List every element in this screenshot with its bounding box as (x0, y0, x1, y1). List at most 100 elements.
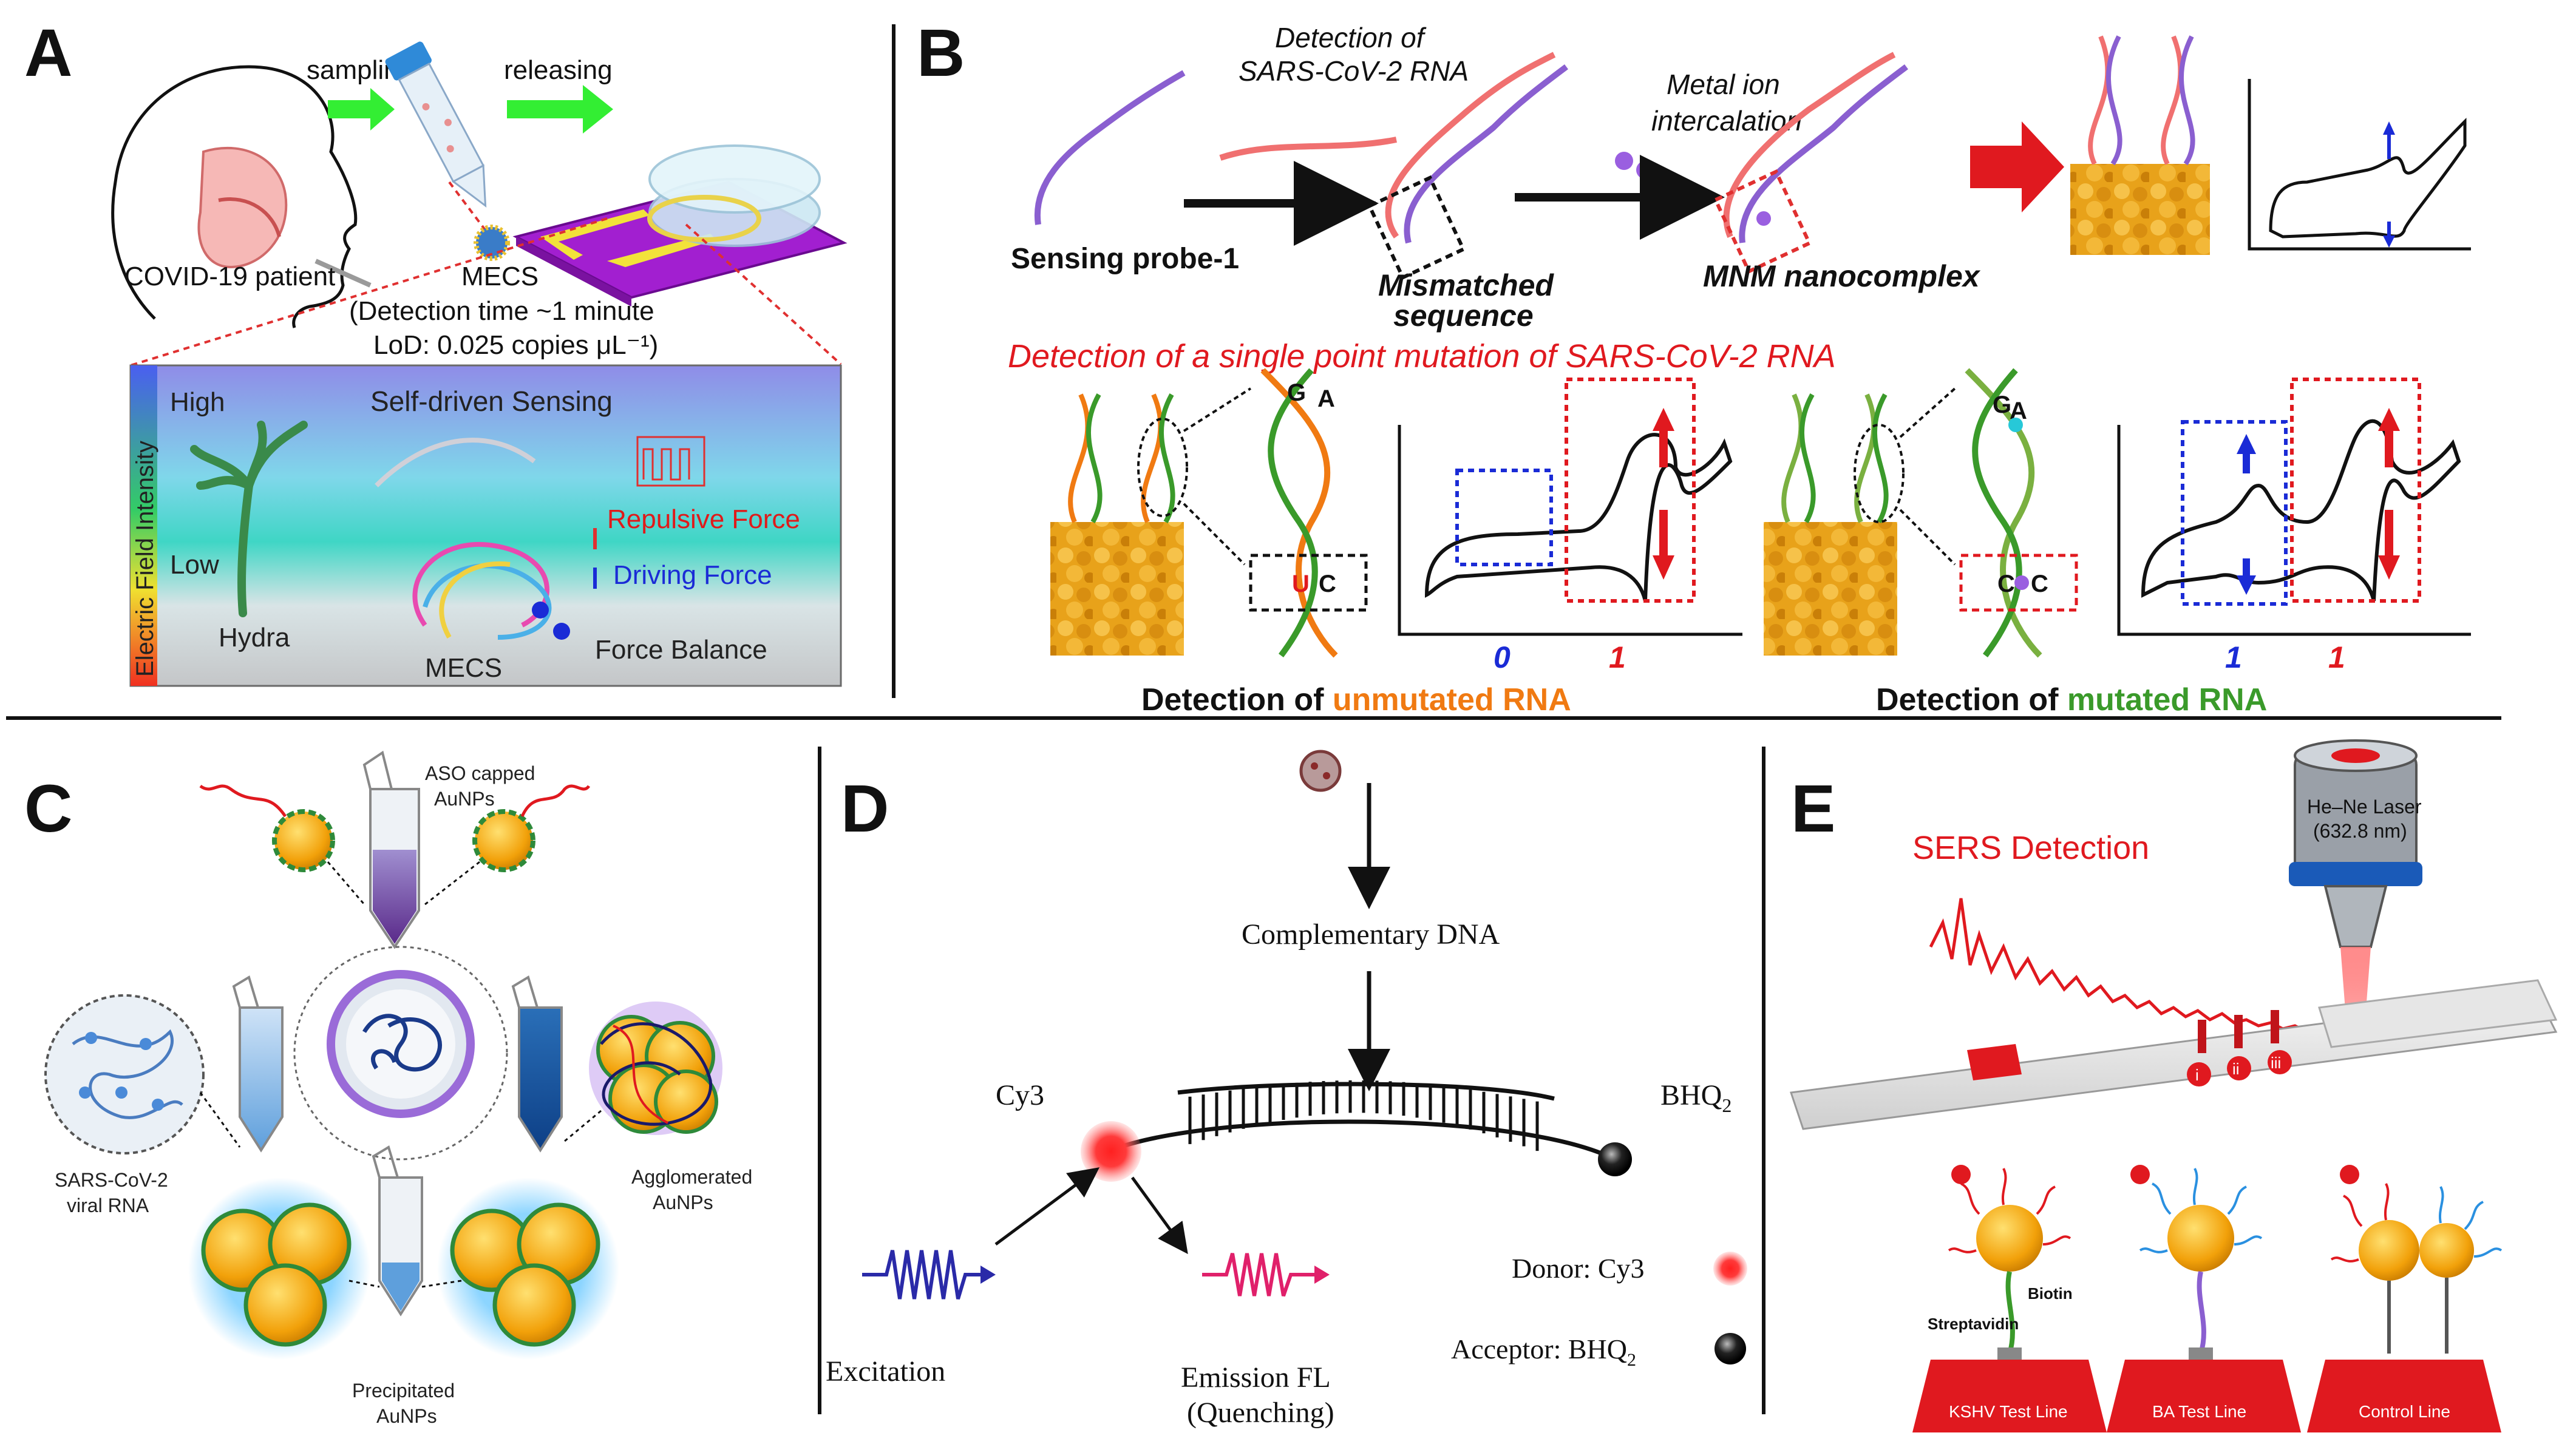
line-label-3: Control Line (2359, 1402, 2450, 1421)
emission-arrow (1130, 1176, 1188, 1255)
marker-ii-text: ii (2232, 1060, 2240, 1078)
agglomerated-cluster (589, 1002, 722, 1135)
mismatch-box (1367, 175, 1466, 280)
biotin-label: Biotin (2028, 1284, 2073, 1303)
excitation-arrow (994, 1167, 1100, 1246)
driving-label: Driving Force (613, 560, 772, 590)
base-g-1: G (1287, 379, 1306, 406)
aso-particle-left (199, 784, 335, 872)
np-assembly-ii (2139, 1168, 2263, 1360)
laser-head (2289, 739, 2422, 948)
marker-iii (2268, 1050, 2292, 1074)
panel-letter-b: B (917, 16, 965, 90)
marker-iii-text: iii (2271, 1054, 2281, 1072)
strip-line-iii (2271, 1010, 2279, 1043)
aso-label-1: ASO capped (425, 762, 535, 784)
electrode-top (2070, 164, 2210, 255)
bhq-text: BHQ (1660, 1079, 1722, 1111)
cv-plot-top (2248, 79, 2471, 251)
zoom-helix-unmutated (1260, 368, 1338, 658)
np-assembly-i (1948, 1168, 2071, 1360)
line-label-2: BA Test Line (2152, 1402, 2246, 1421)
sensing-inset (129, 364, 842, 687)
helices-mutated (1781, 393, 1889, 523)
panel-letter-c: C (24, 771, 72, 846)
acceptor-subscript: 2 (1627, 1350, 1636, 1370)
zoom-line-right (685, 223, 842, 365)
np-marker-ii (2130, 1165, 2150, 1184)
base-c-3: C (2031, 571, 2048, 597)
mutated-caption: Detection of mutated RNA (1876, 682, 2267, 717)
digit-one-a: 1 (1609, 640, 1626, 674)
aso-particle-right (472, 784, 591, 872)
target-rna (1219, 137, 1397, 161)
np-marker-iii (2340, 1165, 2359, 1184)
low-label: Low (170, 550, 219, 580)
swab (314, 259, 372, 288)
ion-mutated-bottom (2014, 575, 2029, 590)
panel-letter-e: E (1791, 771, 1835, 846)
mismatch-duplex (1385, 52, 1569, 244)
sers-spectrum (1929, 898, 2338, 1034)
electrode-unmutated (1050, 522, 1184, 656)
helices-unmutated (1068, 393, 1175, 523)
mnm-ion (1756, 211, 1771, 226)
donor-label: Donor: Cy3 (1512, 1253, 1645, 1284)
sample-pad (1967, 1044, 2022, 1080)
panel-e: E SERS Detection He–Ne Laser (632.8 nm) … (1790, 739, 2558, 1432)
ion-mutated-top (2008, 418, 2023, 432)
tube-right (511, 975, 563, 1153)
agg-label-2: AuNPs (653, 1191, 713, 1213)
viral-rna-circle (44, 994, 205, 1154)
virus-cycle-ring (293, 946, 508, 1161)
cv-plot-unmutated (1398, 378, 1742, 636)
aso-label-2: AuNPs (434, 788, 495, 810)
cy3-label: Cy3 (996, 1079, 1044, 1111)
tube-left (232, 975, 284, 1153)
prec-label-2: AuNPs (376, 1405, 437, 1427)
mismatch-label-2: sequence (1393, 299, 1534, 333)
digit-one-b: 1 (2225, 640, 2242, 674)
marker-ii (2227, 1056, 2251, 1080)
throat (218, 197, 281, 237)
tube-bottom (372, 1145, 423, 1317)
dna-ladder (1110, 1080, 1616, 1162)
zoom-helix-mutated (1965, 368, 2042, 658)
panel-b: B Sensing probe-1 Detection of SARS-CoV-… (917, 16, 2471, 717)
high-label: High (170, 387, 225, 417)
field-axis-label: Electric Field Intensity (132, 441, 158, 677)
zoom-line-left (130, 217, 608, 367)
electrode-mutated (1764, 522, 1897, 656)
mutation-title: Detection of a single point mutation of … (1008, 338, 1836, 375)
laser-label-2: (632.8 nm) (2313, 820, 2407, 842)
digit-one-c: 1 (2328, 640, 2345, 674)
mecs-label: MECS (461, 262, 539, 291)
caption-prefix-1: Detection of (1141, 682, 1333, 717)
metal-label-1: Metal ion (1667, 69, 1780, 100)
patient-label: COVID-19 patient (124, 262, 335, 291)
excitation-wave (862, 1250, 984, 1300)
marker-i-text: i (2195, 1066, 2199, 1084)
emission-label-1: Emission FL (1181, 1361, 1331, 1394)
panel-letter-a: A (24, 16, 72, 90)
force-dot-2 (553, 623, 570, 640)
chip-side (516, 237, 631, 307)
np-assembly-iii (2330, 1183, 2503, 1354)
probe-strand (1034, 70, 1186, 225)
mnm-duplex (1723, 52, 1909, 243)
acceptor-text: Acceptor: BHQ (1451, 1334, 1627, 1364)
electrode-helices-top (2088, 35, 2195, 166)
balance-label: Force Balance (595, 635, 767, 665)
caption-prefix-2: Detection of (1876, 682, 2067, 717)
virus-icon-d (1299, 750, 1342, 792)
mecs-inset-label: MECS (425, 653, 502, 683)
line-label-1: KSHV Test Line (1949, 1402, 2068, 1421)
sensing-title: Self-driven Sensing (370, 385, 613, 417)
base-g-2: G (1993, 392, 2011, 418)
base-a-1: A (1317, 385, 1335, 412)
b-red-arrow (1970, 121, 2064, 212)
sers-title: SERS Detection (1912, 830, 2149, 866)
marker-i (2187, 1062, 2211, 1086)
acceptor-dot (1715, 1333, 1746, 1364)
bhq-subscript: 2 (1722, 1094, 1731, 1116)
